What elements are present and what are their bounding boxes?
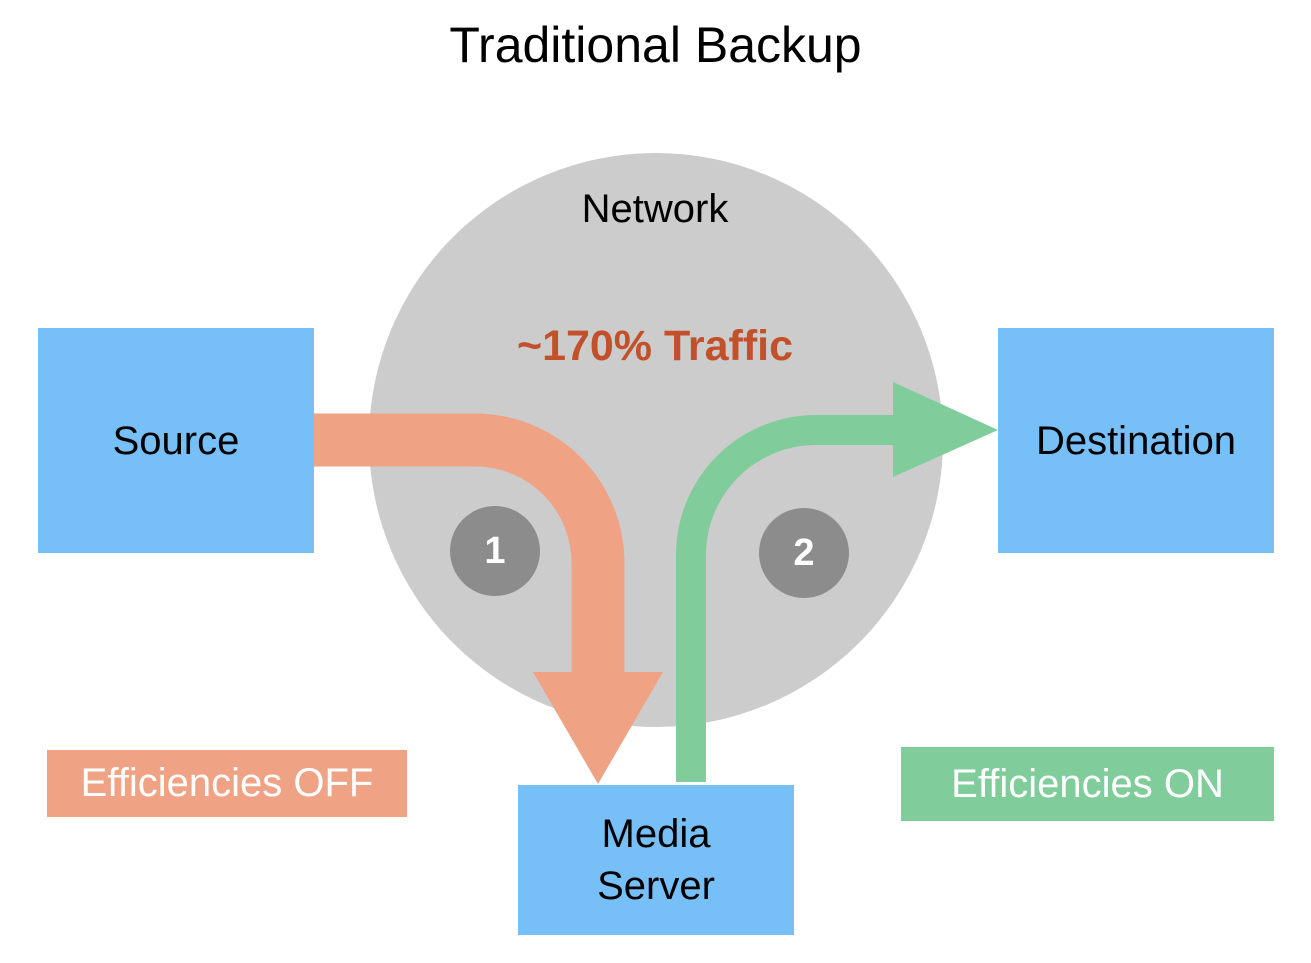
flow-arrowhead-off: [533, 672, 663, 784]
legend-off-label: Efficiencies OFF: [80, 761, 374, 805]
media-server-label: Media Server: [597, 812, 715, 908]
destination-node: Destination: [998, 328, 1274, 553]
source-node: Source: [38, 328, 314, 553]
flow-arrowhead-on: [893, 382, 998, 477]
network-label: Network: [581, 187, 729, 231]
flow-arrow-off: [314, 413, 625, 672]
legend-efficiencies-off: Efficiencies OFF: [47, 750, 407, 817]
step-1-label: 1: [484, 529, 506, 572]
diagram-title: Traditional Backup: [449, 17, 862, 73]
legend-on-label: Efficiencies ON: [951, 761, 1224, 806]
step-2-label: 2: [793, 531, 815, 574]
media-server-node: Media Server: [518, 785, 794, 935]
step-2-badge: 2: [759, 508, 849, 598]
destination-label: Destination: [1035, 418, 1237, 463]
step-1-badge: 1: [450, 506, 540, 596]
flow-arrow-on: [676, 415, 893, 782]
traffic-label: ~170% Traffic: [516, 322, 794, 370]
source-label: Source: [112, 418, 240, 463]
legend-efficiencies-on: Efficiencies ON: [901, 747, 1274, 821]
